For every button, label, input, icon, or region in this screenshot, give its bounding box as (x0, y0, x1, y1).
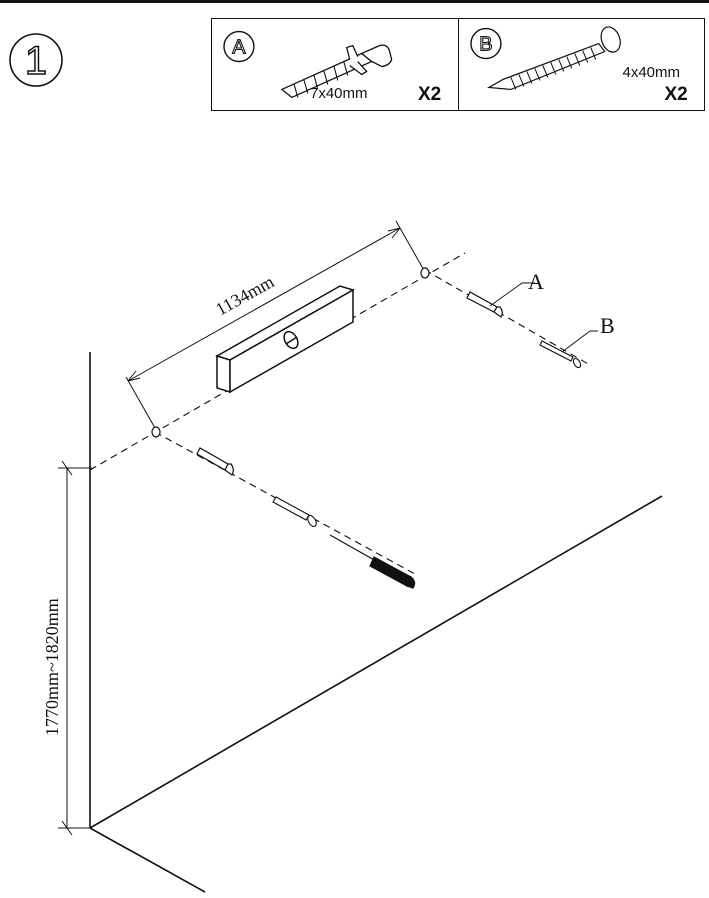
wall-bracket (215, 285, 355, 394)
width-label: 1134mm (212, 271, 277, 319)
right-anchor (466, 291, 503, 318)
left-anchor (196, 447, 234, 476)
part-b-quantity: X2 (664, 84, 688, 105)
parts-list: A 7x40mm X2 B (211, 18, 705, 111)
anchor-icon: A (223, 30, 393, 99)
screwdriver-icon (329, 534, 416, 589)
callout-leaders (489, 282, 598, 353)
part-b-letter: B (479, 34, 492, 56)
part-a-dimension: 7x40mm (310, 85, 368, 102)
height-label: 1770mm~1820mm (42, 598, 62, 736)
part-b: B 4x40mm X2 (457, 19, 705, 110)
part-a-quantity: X2 (418, 84, 442, 105)
step-badge: 1 (9, 33, 63, 87)
part-a-letter: A (232, 37, 246, 59)
callout-b: B (600, 313, 615, 338)
drill-holes (151, 267, 430, 438)
wall-lines (89, 352, 663, 893)
right-screw (539, 340, 582, 369)
part-a: A 7x40mm X2 (212, 19, 458, 110)
width-dimension (125, 220, 426, 429)
left-screw (272, 496, 317, 528)
screw-icon: B (469, 26, 621, 91)
part-b-dimension: 4x40mm (622, 64, 681, 81)
height-dimension (58, 460, 92, 836)
step-number: 1 (25, 39, 47, 83)
callout-a: A (528, 269, 544, 294)
top-rule (0, 0, 709, 3)
